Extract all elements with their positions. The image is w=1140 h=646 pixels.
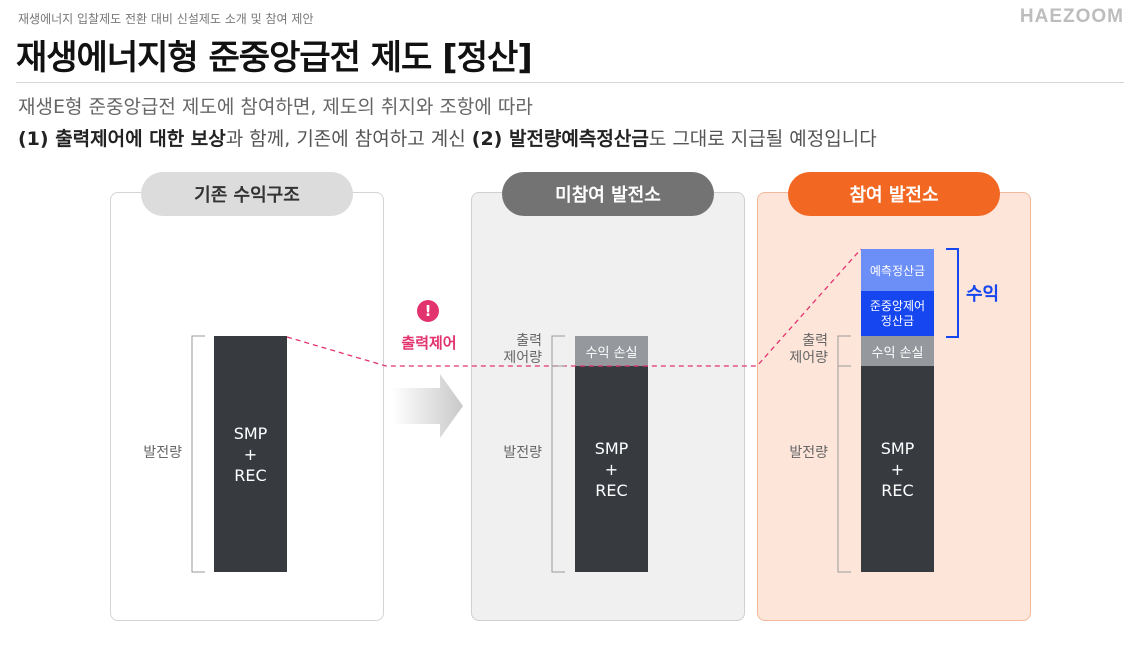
subtitle-highlight-2: (2) 발전량예측정산금 xyxy=(471,128,649,150)
loss-block-2: 수익 손실 xyxy=(575,336,648,366)
side-label-generation-2: 발전량 xyxy=(503,445,542,461)
bracket-generation-3 xyxy=(837,365,851,573)
subtitle-line-2: (1) 출력제어에 대한 보상과 함께, 기존에 참여하고 계신 (2) 발전량… xyxy=(18,124,877,151)
pill-participating: 참여 발전소 xyxy=(788,172,1000,216)
bar-text-smp: SMP xyxy=(880,438,915,458)
bracket-curtail-3 xyxy=(837,335,851,367)
bracket-generation-2 xyxy=(551,365,565,573)
curtail-label-line-1: 출력 xyxy=(802,333,828,349)
generation-bar-3: SMP + REC xyxy=(861,366,934,572)
bar-text-smp: SMP xyxy=(233,423,268,443)
bar-text-plus: + xyxy=(890,459,905,479)
side-label-curtail-2: 출력 제어량 xyxy=(488,333,542,367)
bar-text-smp: SMP xyxy=(594,438,629,458)
bar-text-rec: REC xyxy=(595,480,628,500)
bracket-revenue xyxy=(946,248,959,338)
loss-block-3: 수익 손실 xyxy=(861,336,934,366)
predict-settlement-block: 예측정산금 xyxy=(861,249,934,291)
bracket-generation-1 xyxy=(191,335,205,573)
breadcrumb: 재생에너지 입찰제도 전환 대비 신설제도 소개 및 참여 제안 xyxy=(18,12,314,26)
stable-text-line-2: 정산금 xyxy=(880,313,915,328)
generation-bar-1: SMP + REC xyxy=(214,336,287,572)
generation-bar-2: SMP + REC xyxy=(575,366,648,572)
curtailment-dashed-line xyxy=(286,248,862,367)
haezoom-logo: HAEZOOM xyxy=(1019,6,1124,27)
alert-label: 출력제어 xyxy=(401,334,457,352)
title-divider xyxy=(16,82,1124,83)
curtail-label-line-1: 출력 xyxy=(516,333,542,349)
side-label-generation-3: 발전량 xyxy=(789,445,828,461)
subtitle-highlight-1: (1) 출력제어에 대한 보상 xyxy=(18,128,226,150)
pill-non-participating: 미참여 발전소 xyxy=(502,172,714,216)
side-label-curtail-3: 출력 제어량 xyxy=(774,333,828,367)
semi-central-settlement-block: 준중앙제어 정산금 xyxy=(861,291,934,336)
curtail-label-line-2: 제어량 xyxy=(789,350,828,366)
revenue-label: 수익 xyxy=(966,284,1000,305)
subtitle-text-2: 과 함께, 기존에 참여하고 계신 xyxy=(225,128,472,150)
subtitle-line-1: 재생E형 준중앙급전 제도에 참여하면, 제도의 취지와 조항에 따라 xyxy=(18,96,533,118)
pill-existing: 기존 수익구조 xyxy=(141,172,353,216)
alert-icon: ! xyxy=(417,300,439,322)
bar-text-plus: + xyxy=(604,459,619,479)
bar-text-plus: + xyxy=(243,444,258,464)
bracket-curtail-2 xyxy=(551,335,565,367)
page-title: 재생에너지형 준중앙급전 제도 [정산] xyxy=(16,38,533,78)
side-label-generation-1: 발전량 xyxy=(143,445,182,461)
subtitle-text-4: 도 그대로 지급될 예정입니다 xyxy=(648,128,877,150)
bar-text-rec: REC xyxy=(881,480,914,500)
stable-text-line-1: 준중앙제어 xyxy=(869,298,926,313)
curtail-label-line-2: 제어량 xyxy=(503,350,542,366)
bar-text-rec: REC xyxy=(234,465,267,485)
transition-arrow xyxy=(392,374,463,438)
